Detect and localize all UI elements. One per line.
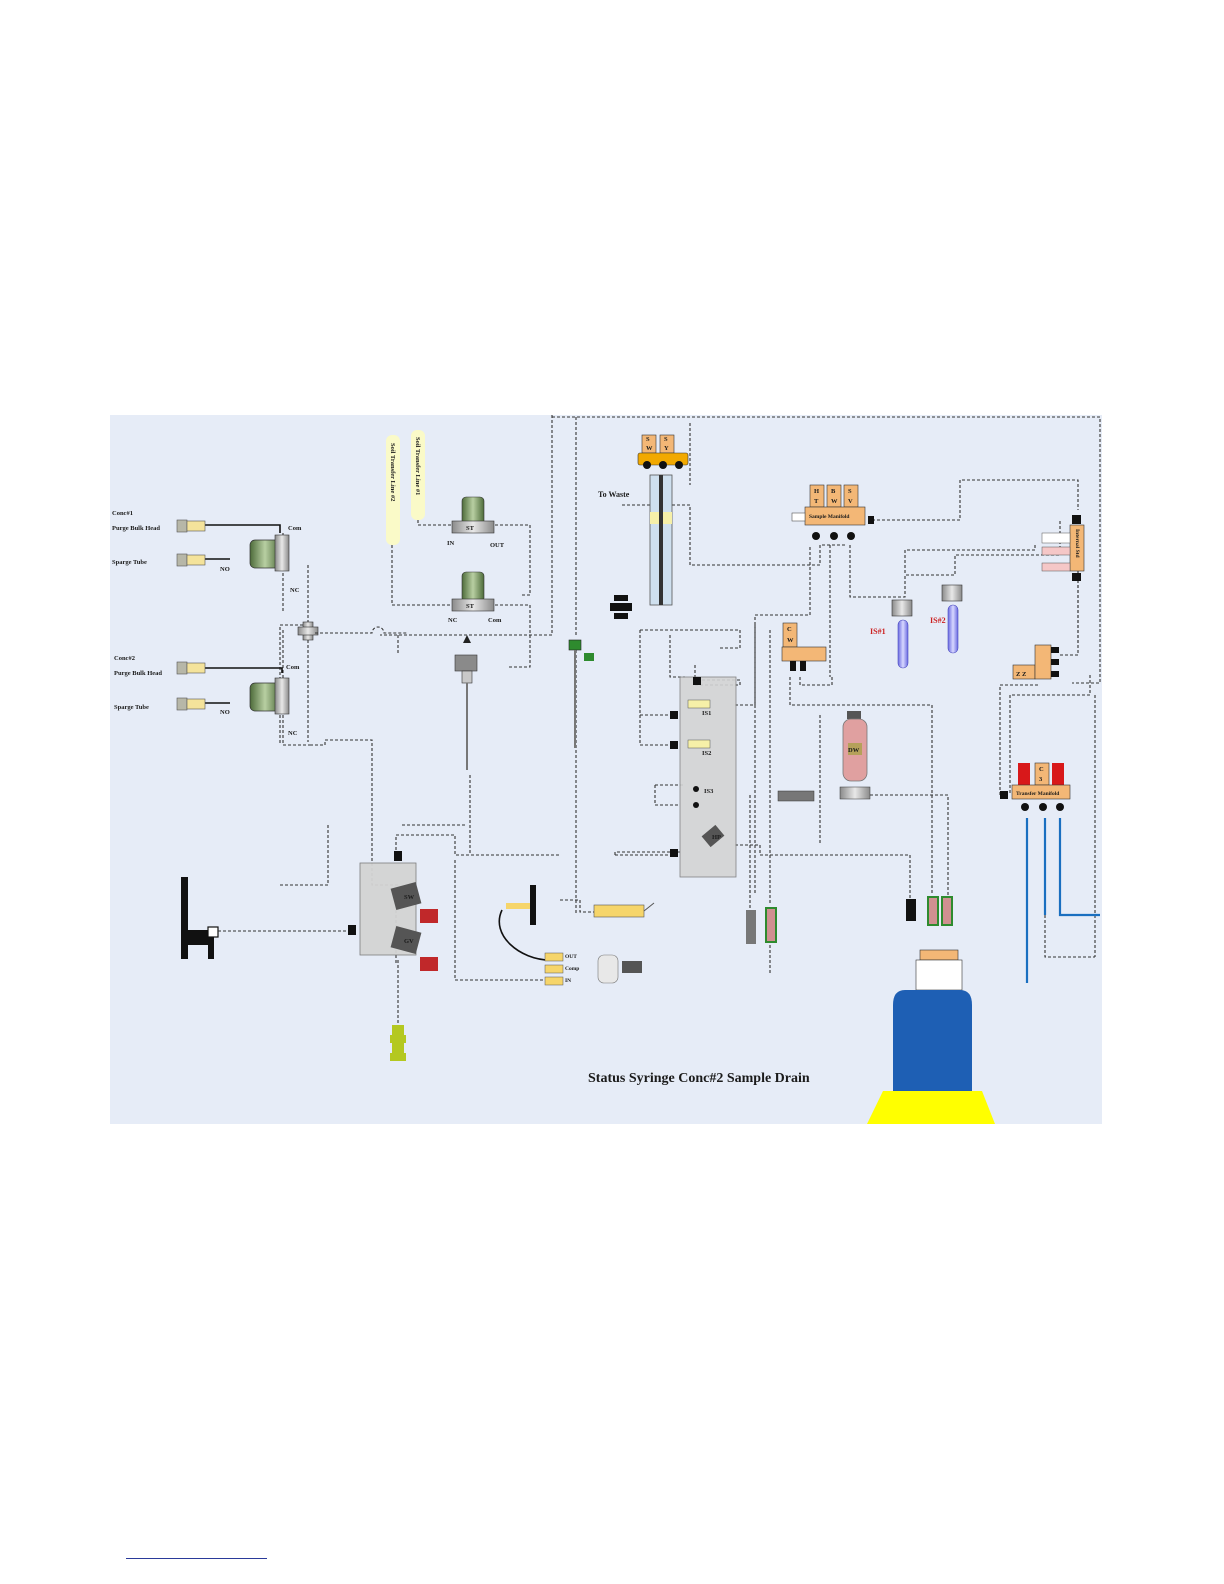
internal-std-label: Internal Std [1074, 529, 1080, 558]
purge-bulk-head-1-label: Purge Bulk Head [112, 525, 160, 532]
three-way-valve-1-icon [249, 534, 290, 572]
bulkhead-fitting-icon [176, 519, 206, 533]
no-2-label: NO [220, 709, 230, 716]
three-port-fitting-icon: OUT Comp IN [544, 952, 642, 986]
status-text: Status Syringe Conc#2 Sample Drain [588, 1071, 810, 1086]
syringe-pump-icon [506, 885, 655, 925]
to-waste-label: To Waste [598, 490, 630, 499]
is1-label: IS1 [702, 710, 711, 717]
com-1-label: Com [288, 525, 302, 532]
out-port-label: OUT [565, 954, 577, 960]
cw-manifold-icon: C W [781, 622, 827, 671]
is1-vial-icon [891, 599, 913, 669]
needle-assembly-icon [454, 635, 478, 770]
soil-line-1-label: Soil Transfer Line #1 [414, 437, 421, 495]
com-st-label: Com [488, 617, 502, 624]
sample-manifold-icon: H T B W S V Sample Manifold [791, 484, 874, 540]
st-valves: ST IN OUT ST NC Com [447, 496, 505, 624]
sv-s-label: S [848, 488, 852, 495]
sw-valve-label: SW [404, 894, 415, 901]
is3-label: IS3 [704, 788, 714, 795]
sw-s-label: S [646, 436, 650, 443]
nc-2-label: NC [288, 730, 298, 737]
sy-y-label: Y [664, 445, 669, 452]
zz-block-icon: Z Z [1012, 644, 1059, 680]
sparge-fitting-icon [176, 697, 206, 711]
conc1-assembly: Conc#1 Purge Bulk Head Sparge Tube Com N… [112, 510, 302, 594]
solid-lines [205, 524, 551, 961]
is2-label: IS2 [702, 750, 711, 757]
nc-1-label: NC [290, 587, 300, 594]
is2-vial-icon [941, 584, 963, 654]
internal-std-module-icon: Internal Std [1041, 515, 1085, 581]
bulkhead-fitting-icon [176, 661, 206, 675]
bw-b-label: B [831, 488, 836, 495]
hp-label: HP [712, 834, 721, 841]
blue-lines [1025, 818, 1100, 983]
st-top-label: ST [466, 525, 475, 532]
no-1-label: NO [220, 566, 230, 573]
is-block-icon: IS1 IS2 IS3 HP [670, 676, 737, 878]
sparge-fitting-icon [176, 553, 206, 567]
sparge-tube-1-label: Sparge Tube [112, 559, 147, 566]
tee-connector-icon [297, 621, 319, 641]
bw-w-label: W [831, 498, 838, 505]
cw-c-label: C [787, 626, 792, 633]
nc-st-label: NC [448, 617, 458, 624]
valve-block-icon: SW GV [348, 851, 438, 971]
cw-w-label: W [787, 637, 794, 644]
gv-valve-label: GV [404, 938, 414, 945]
sv-v-label: V [848, 498, 853, 505]
purge-bulk-head-2-label: Purge Bulk Head [114, 670, 162, 677]
soil-transfer-lines: Soil Transfer Line #2 Soil Transfer Line… [386, 430, 425, 545]
bottle-valves-icon [746, 896, 953, 944]
sy-s-label: S [664, 436, 668, 443]
ht-t-label: T [814, 498, 819, 505]
com-2-label: Com [286, 664, 300, 671]
injection-needle-icon [568, 639, 594, 748]
waste-fitting-icon [610, 595, 632, 619]
zz-label: Z Z [1016, 671, 1026, 678]
inline-filter-icon [777, 790, 815, 802]
transfer-manifold-icon: C 3 Transfer Manifold [1000, 762, 1071, 811]
transfer-manifold-label: Transfer Manifold [1016, 791, 1059, 797]
sw-w-label: W [646, 445, 653, 452]
sample-manifold-label: Sample Manifold [809, 514, 850, 520]
tm-3-label: 3 [1039, 776, 1043, 783]
sparge-tube-2-label: Sparge Tube [114, 704, 149, 711]
dw-container-icon: DW [839, 711, 871, 800]
syringe-icon: S W S Y [637, 434, 689, 606]
out-label: OUT [490, 542, 505, 549]
conc1-label: Conc#1 [112, 510, 133, 517]
supply-bottle-icon [867, 949, 995, 1124]
diagram-panel: Conc#1 Purge Bulk Head Sparge Tube Com N… [110, 415, 1102, 1124]
dw-label: DW [848, 747, 860, 754]
footnote-rule [126, 1558, 267, 1559]
st-bottom-label: ST [466, 603, 475, 610]
drain-stand-icon [181, 877, 219, 959]
conc2-label: Conc#2 [114, 655, 135, 662]
is2-tube-label: IS#2 [930, 616, 946, 625]
in-label: IN [447, 540, 455, 547]
tm-c-label: C [1039, 766, 1044, 773]
drain-fitting-icon [390, 1025, 406, 1061]
is1-tube-label: IS#1 [870, 627, 886, 636]
ht-h-label: H [814, 488, 819, 495]
three-way-valve-2-icon [249, 677, 290, 715]
plumbing-schematic: Conc#1 Purge Bulk Head Sparge Tube Com N… [112, 415, 1101, 1124]
in-port-label: IN [565, 978, 571, 984]
conc2-assembly: Conc#2 Purge Bulk Head Sparge Tube Com N… [114, 655, 300, 737]
comp-port-label: Comp [565, 966, 579, 972]
soil-line-2-label: Soil Transfer Line #2 [389, 443, 396, 501]
